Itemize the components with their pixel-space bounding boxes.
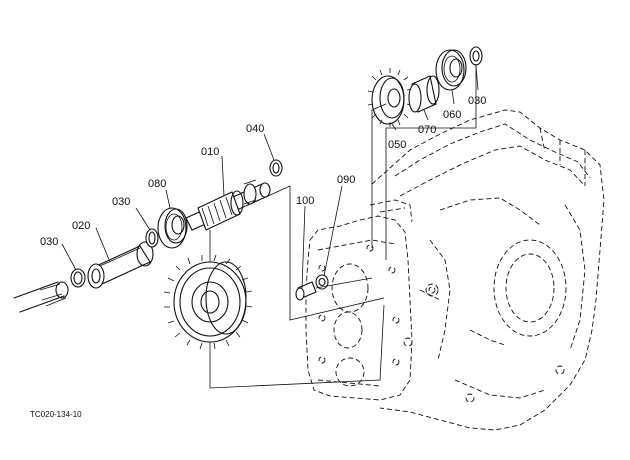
main-shaft-010 xyxy=(185,179,271,231)
label-020: 020 xyxy=(72,220,90,232)
large-spur-gear xyxy=(163,254,253,350)
label-030-mid: 030 xyxy=(112,196,130,208)
label-100: 100 xyxy=(296,195,314,207)
label-070: 070 xyxy=(418,124,436,136)
plug-100 xyxy=(295,281,317,301)
label-030-top: 030 xyxy=(468,95,486,107)
part-number-leaders xyxy=(61,65,479,289)
transmission-case xyxy=(371,109,605,431)
front-cover-plate xyxy=(305,199,413,401)
bearing-080 xyxy=(157,207,188,249)
circlip-030-mid xyxy=(145,228,159,248)
sleeve-020 xyxy=(87,241,154,289)
assembly-lines xyxy=(209,64,477,389)
label-010: 010 xyxy=(201,146,219,158)
label-090: 090 xyxy=(337,174,355,186)
gear-050 xyxy=(367,68,413,127)
collar-070 xyxy=(408,75,440,113)
label-040: 040 xyxy=(246,123,264,135)
figure-code: TC020-134-10 xyxy=(30,410,82,419)
label-080: 080 xyxy=(148,178,166,190)
circlip-030-left xyxy=(70,268,86,288)
part-090 xyxy=(315,274,329,290)
part-number-labels: 030 020 030 080 010 040 100 090 050 070 … xyxy=(40,95,486,248)
lower-shaft-end xyxy=(13,281,69,313)
label-060: 060 xyxy=(443,109,461,121)
bearing-060 xyxy=(435,49,467,91)
circlip-040 xyxy=(269,159,283,177)
label-030-left: 030 xyxy=(40,236,58,248)
label-050: 050 xyxy=(388,139,406,151)
circlip-030-top xyxy=(469,46,483,66)
